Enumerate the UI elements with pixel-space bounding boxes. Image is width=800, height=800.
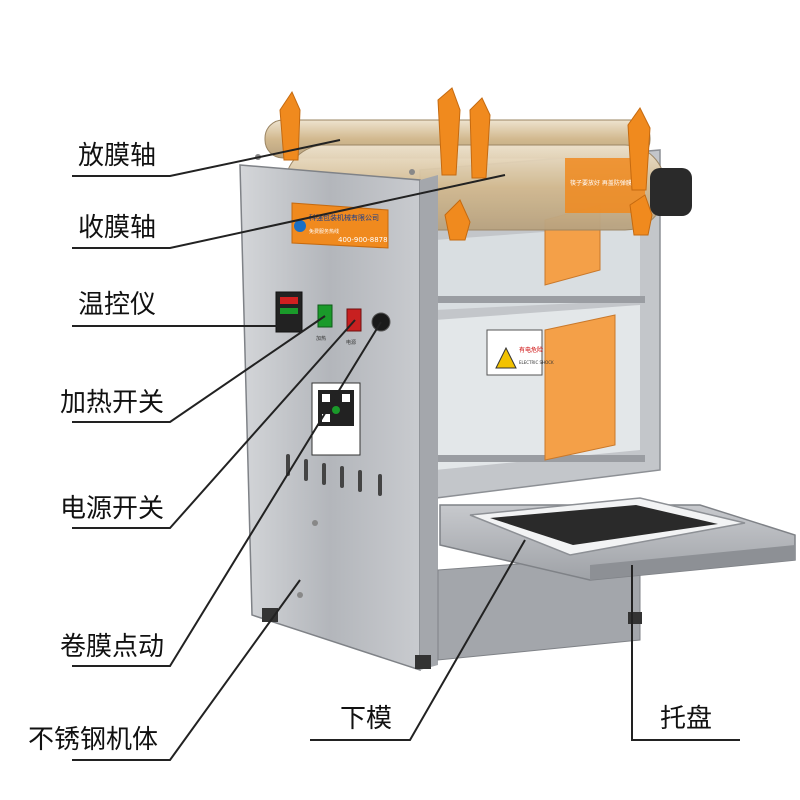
label-film-release-shaft: 放膜轴	[78, 141, 157, 171]
company-name: 科强包装机械有限公司	[309, 213, 379, 222]
lower-mold-cavity	[490, 505, 718, 545]
label-heating-switch: 加热开关	[60, 388, 165, 418]
callout-line-heating-switch	[72, 315, 326, 423]
film-print-area: 有电危险 ELECTRIC SHOCK	[486, 204, 616, 461]
warning-title: 有电危险	[519, 346, 543, 354]
hotline: 400-900-8878	[338, 236, 388, 244]
label-film-takeup-shaft: 收膜轴	[78, 213, 157, 243]
warning-triangle-icon	[495, 346, 517, 369]
label-film-jog: 卷膜点动	[60, 632, 165, 662]
company-sticker: 科强包装机械有限公司 免费服务热线 400-900-8878	[291, 202, 389, 249]
film-print-text: 筷子要放好 再盖防弹膜	[570, 179, 632, 187]
guide-rod	[430, 455, 645, 462]
guide-rod	[430, 296, 645, 303]
callout-line-film-takeup	[72, 174, 506, 249]
label-power-switch: 电源开关	[60, 494, 165, 524]
shaft-knob	[650, 168, 692, 216]
callout-line-stainless-body	[72, 579, 301, 761]
label-tray: 托盘	[660, 704, 713, 734]
label-lower-mold: 下模	[340, 704, 393, 734]
company-slogan: 免费服务热线	[309, 228, 339, 235]
warning-text: ELECTRIC SHOCK	[519, 360, 554, 365]
company-logo-icon	[294, 220, 306, 232]
callout-line-tray	[631, 565, 740, 741]
callout-line-power-switch	[72, 319, 356, 529]
switch-left-label: 加热	[316, 335, 326, 342]
vent-slots	[286, 454, 382, 496]
label-temp-controller: 温控仪	[78, 290, 157, 320]
base-stand	[262, 554, 642, 669]
callout-line-film-release	[72, 139, 341, 177]
switch-right-label: 电源	[346, 339, 356, 346]
orange-clamps	[279, 87, 653, 241]
callout-lines	[72, 139, 740, 761]
tray-assembly	[439, 497, 796, 581]
callout-line-film-jog	[72, 321, 382, 667]
label-stainless-body: 不锈钢机体	[28, 725, 159, 755]
callout-line-lower-mold	[310, 539, 526, 741]
